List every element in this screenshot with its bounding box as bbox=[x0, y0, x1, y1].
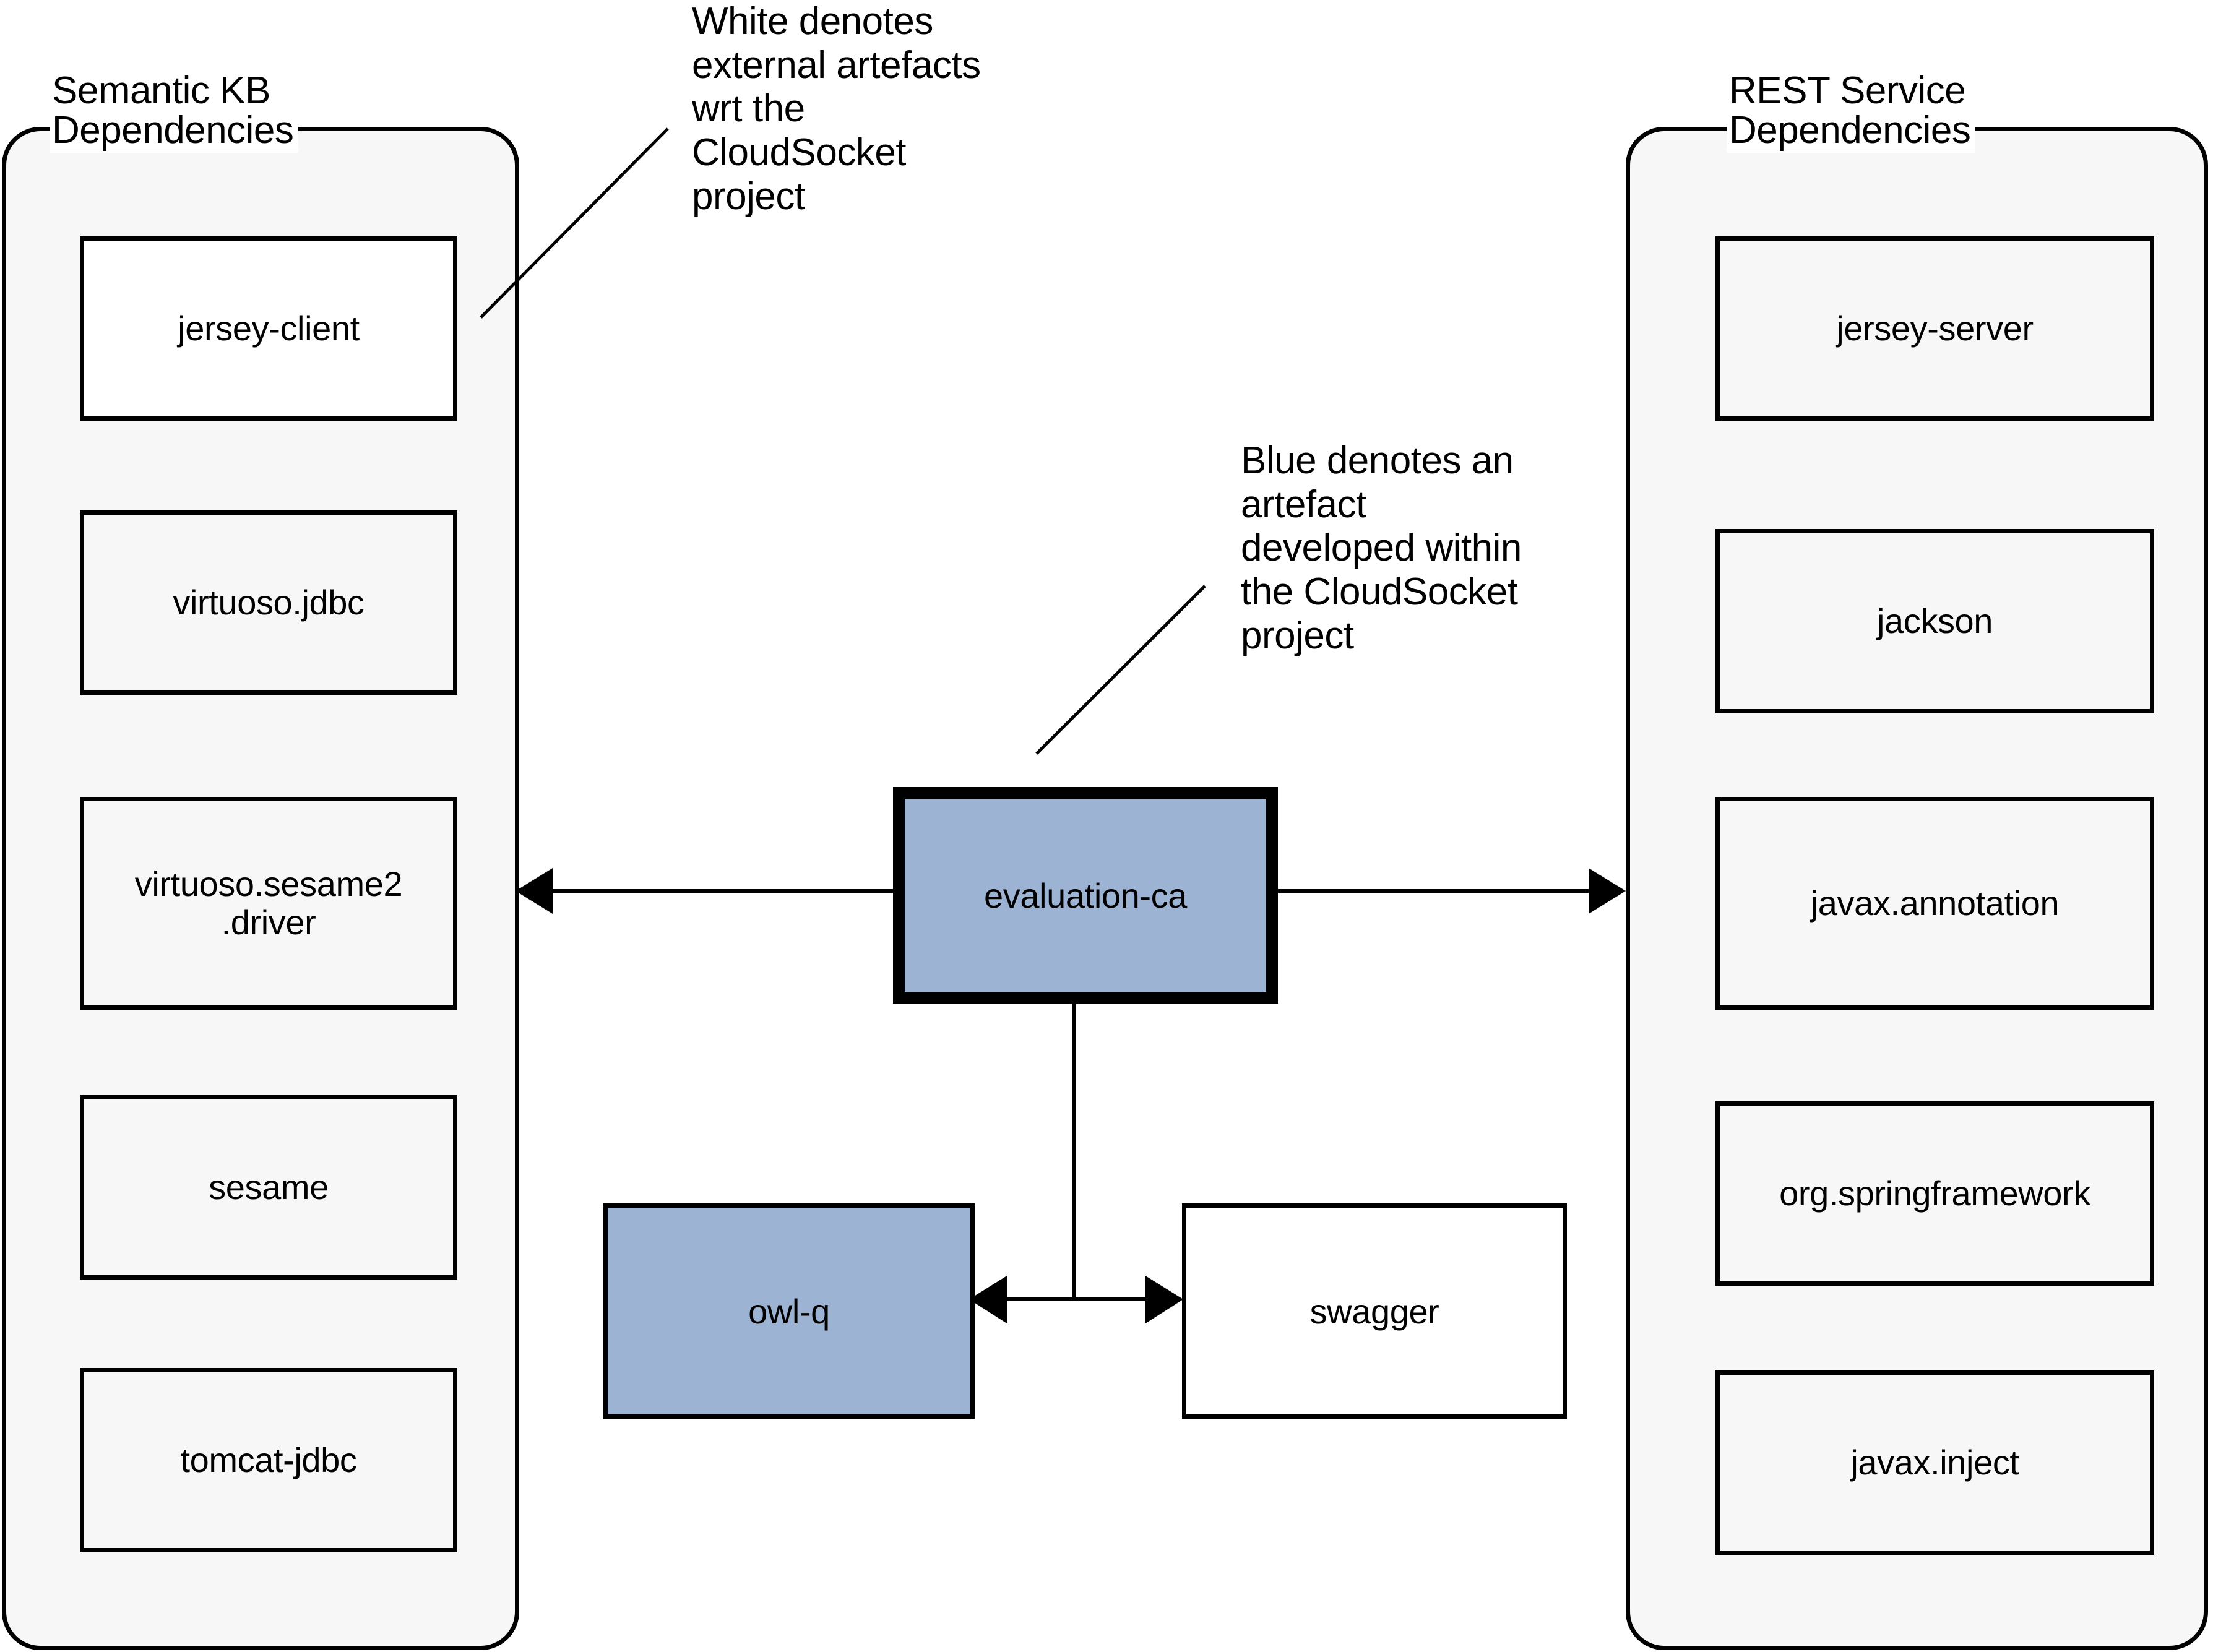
artefact-org-springframework[interactable]: org.springframework bbox=[1715, 1101, 2154, 1286]
arrowhead-left bbox=[516, 868, 553, 914]
artefact-jackson[interactable]: jackson bbox=[1715, 529, 2154, 713]
artefact-javax-inject[interactable]: javax.inject bbox=[1715, 1370, 2154, 1555]
group-title-rest-service: REST Service Dependencies bbox=[1727, 70, 1976, 153]
artefact-jersey-client[interactable]: jersey-client bbox=[80, 236, 457, 421]
artefact-javax-annotation[interactable]: javax.annotation bbox=[1715, 797, 2154, 1010]
artefact-tomcat-jdbc[interactable]: tomcat-jdbc bbox=[80, 1368, 457, 1552]
artefact-virtuoso-sesame2-driver[interactable]: virtuoso.sesame2 .driver bbox=[80, 797, 457, 1010]
leader-line-blue-legend bbox=[1035, 585, 1206, 755]
arrowhead-swagger bbox=[1145, 1276, 1183, 1323]
arrowhead-owl-q bbox=[969, 1276, 1007, 1323]
artefact-virtuoso-jdbc[interactable]: virtuoso.jdbc bbox=[80, 510, 457, 695]
group-title-semantic-kb: Semantic KB Dependencies bbox=[50, 70, 299, 153]
arrowhead-right bbox=[1589, 868, 1626, 914]
node-swagger[interactable]: swagger bbox=[1182, 1203, 1567, 1419]
annotation-blue-legend: Blue denotes an artefact developed withi… bbox=[1241, 439, 1522, 657]
annotation-white-legend: White denotes external artefacts wrt the… bbox=[692, 0, 981, 218]
node-owl-q[interactable]: owl-q bbox=[603, 1203, 975, 1419]
artefact-sesame[interactable]: sesame bbox=[80, 1095, 457, 1280]
node-evaluation-ca[interactable]: evaluation-ca bbox=[893, 787, 1278, 1004]
artefact-jersey-server[interactable]: jersey-server bbox=[1715, 236, 2154, 421]
